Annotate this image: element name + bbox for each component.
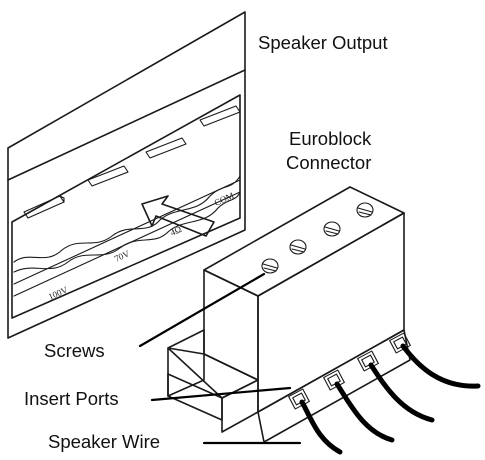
speaker-wire-label: Speaker Wire	[48, 431, 161, 452]
leader-lines	[138, 272, 302, 445]
screw-icon	[323, 221, 341, 237]
terminal-pin	[87, 165, 129, 187]
terminal-pins	[23, 105, 241, 219]
terminal-pin	[199, 105, 241, 127]
speaker-wire	[299, 399, 343, 455]
terminal-pin	[23, 195, 65, 219]
screw-icon	[261, 258, 279, 274]
insert-ports-leader	[150, 386, 292, 402]
speaker-output-panel	[7, 11, 246, 339]
screw-icon	[356, 202, 374, 218]
insert-arrow-icon	[141, 195, 215, 237]
terminal-pin	[145, 137, 187, 159]
speaker-wire	[368, 362, 435, 423]
speaker-wire	[334, 381, 395, 443]
screws-label: Screws	[44, 340, 105, 361]
terminal-label-4ohm: 4Ω	[169, 224, 184, 238]
euroblock-label-line1: Euroblock	[289, 128, 372, 149]
screws	[261, 202, 374, 274]
insert-ports-label: Insert Ports	[24, 388, 119, 409]
terminal-label-com: COM	[213, 190, 236, 207]
screw-icon	[289, 239, 307, 255]
euroblock-connector	[167, 186, 411, 443]
speaker-output-label: Speaker Output	[258, 32, 388, 53]
terminal-label-100v: 100V	[47, 284, 70, 301]
speaker-wires	[299, 343, 481, 455]
screws-leader	[138, 272, 266, 348]
euroblock-label-line2: Connector	[286, 152, 372, 173]
speaker-wire	[400, 343, 481, 389]
